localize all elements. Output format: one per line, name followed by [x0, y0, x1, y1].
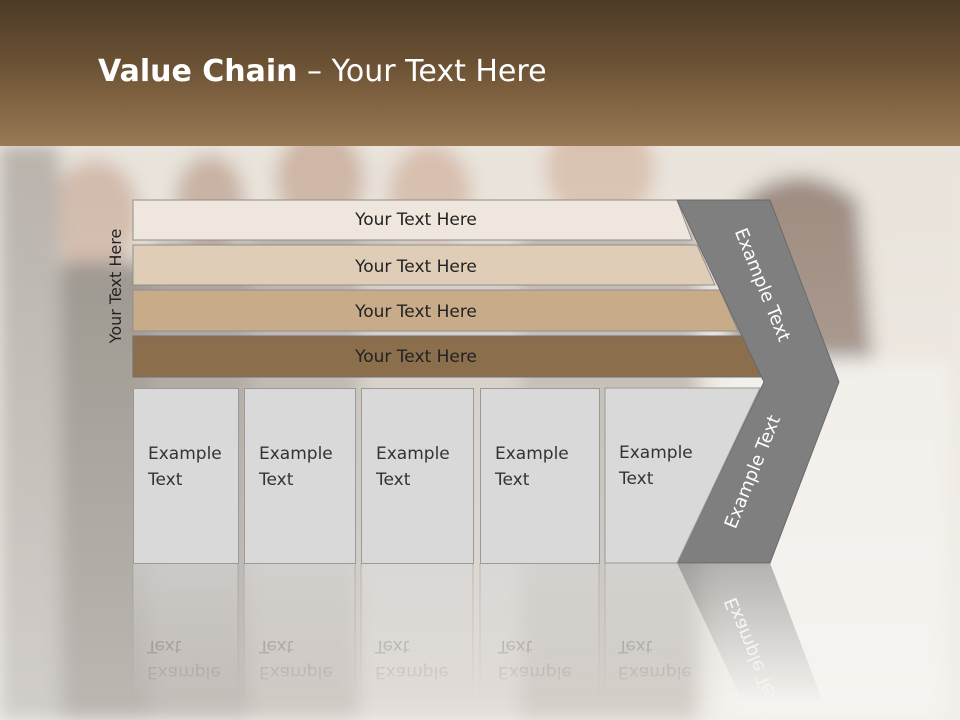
example-box-4: Example Text — [480, 388, 600, 564]
bar-1-shape — [132, 199, 693, 241]
refl-box-3-line2: Text — [374, 636, 410, 656]
refl-box-5-line1: Example — [618, 662, 692, 682]
bar-1-label: Your Text Here — [354, 210, 477, 230]
refl-box-1-line1: Example — [147, 662, 221, 682]
bar-4-label: Your Text Here — [354, 347, 477, 367]
title-bold: Value Chain — [98, 54, 298, 89]
bar-3-label: Your Text Here — [354, 302, 477, 322]
box-4-line1: Example — [495, 444, 569, 464]
example-box-5: Example Text — [605, 388, 693, 564]
box-1-line1: Example — [148, 444, 222, 464]
box-5-shape — [604, 387, 761, 564]
slide-title: Value Chain – Your Text Here — [98, 54, 547, 89]
bar-4-shape — [132, 335, 762, 378]
refl-box-3-line1: Example — [375, 662, 449, 682]
title-rest: – Your Text Here — [297, 54, 547, 89]
box-3-line2: Text — [376, 470, 411, 490]
refl-box-4-line1: Example — [498, 662, 572, 682]
bar-3: Your Text Here — [132, 289, 739, 332]
reflection: Example Text Example Text Example Text E… — [132, 562, 830, 720]
bar-2-label: Your Text Here — [354, 257, 477, 277]
refl-box-5-line2: Text — [617, 636, 653, 656]
refl-box-4-line2: Text — [497, 636, 533, 656]
box-2-line1: Example — [259, 444, 333, 464]
refl-box-1-line2: Text — [146, 636, 182, 656]
box-1-line2: Text — [148, 470, 183, 490]
example-box-3: Example Text — [361, 388, 474, 564]
bar-3-shape — [132, 289, 739, 332]
box-2-line2: Text — [259, 470, 294, 490]
refl-box-2-line2: Text — [258, 636, 294, 656]
example-box-2: Example Text — [244, 388, 356, 564]
title-bar: Value Chain – Your Text Here — [0, 0, 960, 146]
box-5-line2: Text — [619, 469, 654, 489]
refl-box-2-line1: Example — [259, 662, 333, 682]
example-box-1: Example Text — [133, 388, 239, 564]
box-5-line1: Example — [619, 443, 693, 463]
box-3-line1: Example — [376, 444, 450, 464]
bar-2: Your Text Here — [132, 244, 716, 286]
bar-4: Your Text Here — [132, 335, 762, 378]
bar-2-shape — [132, 244, 716, 286]
box-4-line2: Text — [495, 470, 530, 490]
bar-1: Your Text Here — [132, 199, 693, 241]
